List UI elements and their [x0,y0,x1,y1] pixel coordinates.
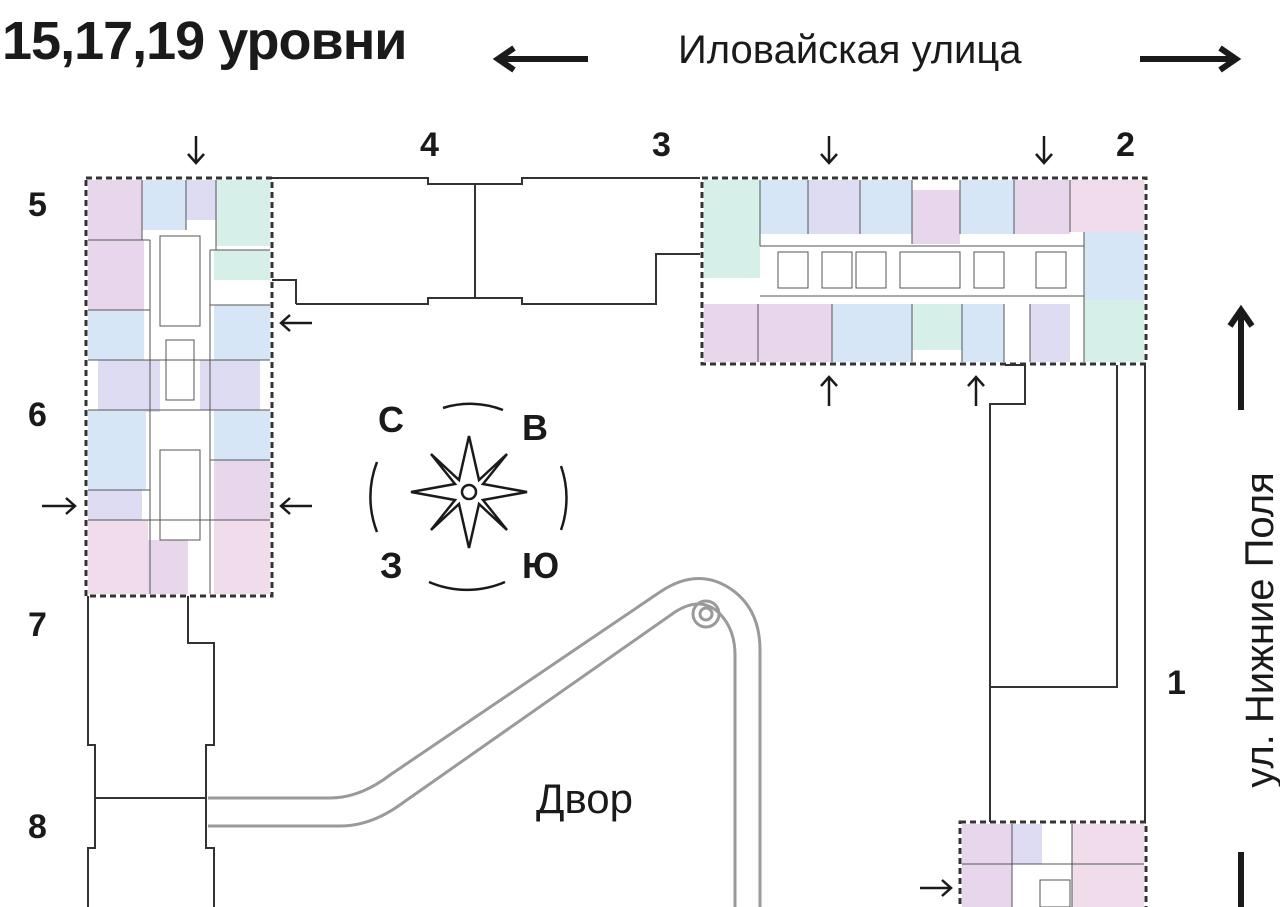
entrance-arrow-up-icon [967,375,985,406]
yard-label: Двор [536,775,634,822]
courtyard-road [208,577,762,907]
section-number-5[interactable]: 5 [28,186,47,224]
entrance-arrow-up-icon [820,375,838,406]
compass-south-label: Ю [522,545,560,586]
section-number-8[interactable]: 8 [28,808,47,846]
arrow-left-icon [492,45,588,73]
street-arrows [492,45,1255,907]
compass-north-label: С [378,399,404,440]
entrance-arrow-down-icon [187,136,205,165]
compass-rose-icon [369,402,568,592]
tower-sections-2-3 [700,176,1148,366]
tower-sections-5-6 [84,176,274,598]
entrance-arrow-right-icon [42,497,77,515]
section-number-2[interactable]: 2 [1116,126,1135,164]
entrance-arrow-down-icon [1035,136,1053,165]
entrance-arrow-left-icon [279,497,312,515]
entrance-arrow-left-icon [279,314,312,332]
page-title: 15,17,19 уровни [2,11,408,71]
entrance-arrow-down-icon [820,136,838,165]
section-number-4[interactable]: 4 [420,126,439,164]
arrow-right-icon [1140,45,1242,73]
entrance-arrows [42,136,1053,897]
tower-section-1 [958,820,1148,907]
section-number-7[interactable]: 7 [28,606,47,644]
entrance-arrow-right-icon [920,879,953,897]
compass-east-label: В [522,407,548,448]
section-number-6[interactable]: 6 [28,396,47,434]
section-number-1[interactable]: 1 [1167,664,1186,702]
arrow-up-icon [1227,304,1255,410]
section-number-3[interactable]: 3 [652,126,671,164]
compass-west-label: З [380,545,403,586]
building-outlines [87,177,1146,907]
street-label-ilovaiskaya: Иловайская улица [678,28,1022,72]
